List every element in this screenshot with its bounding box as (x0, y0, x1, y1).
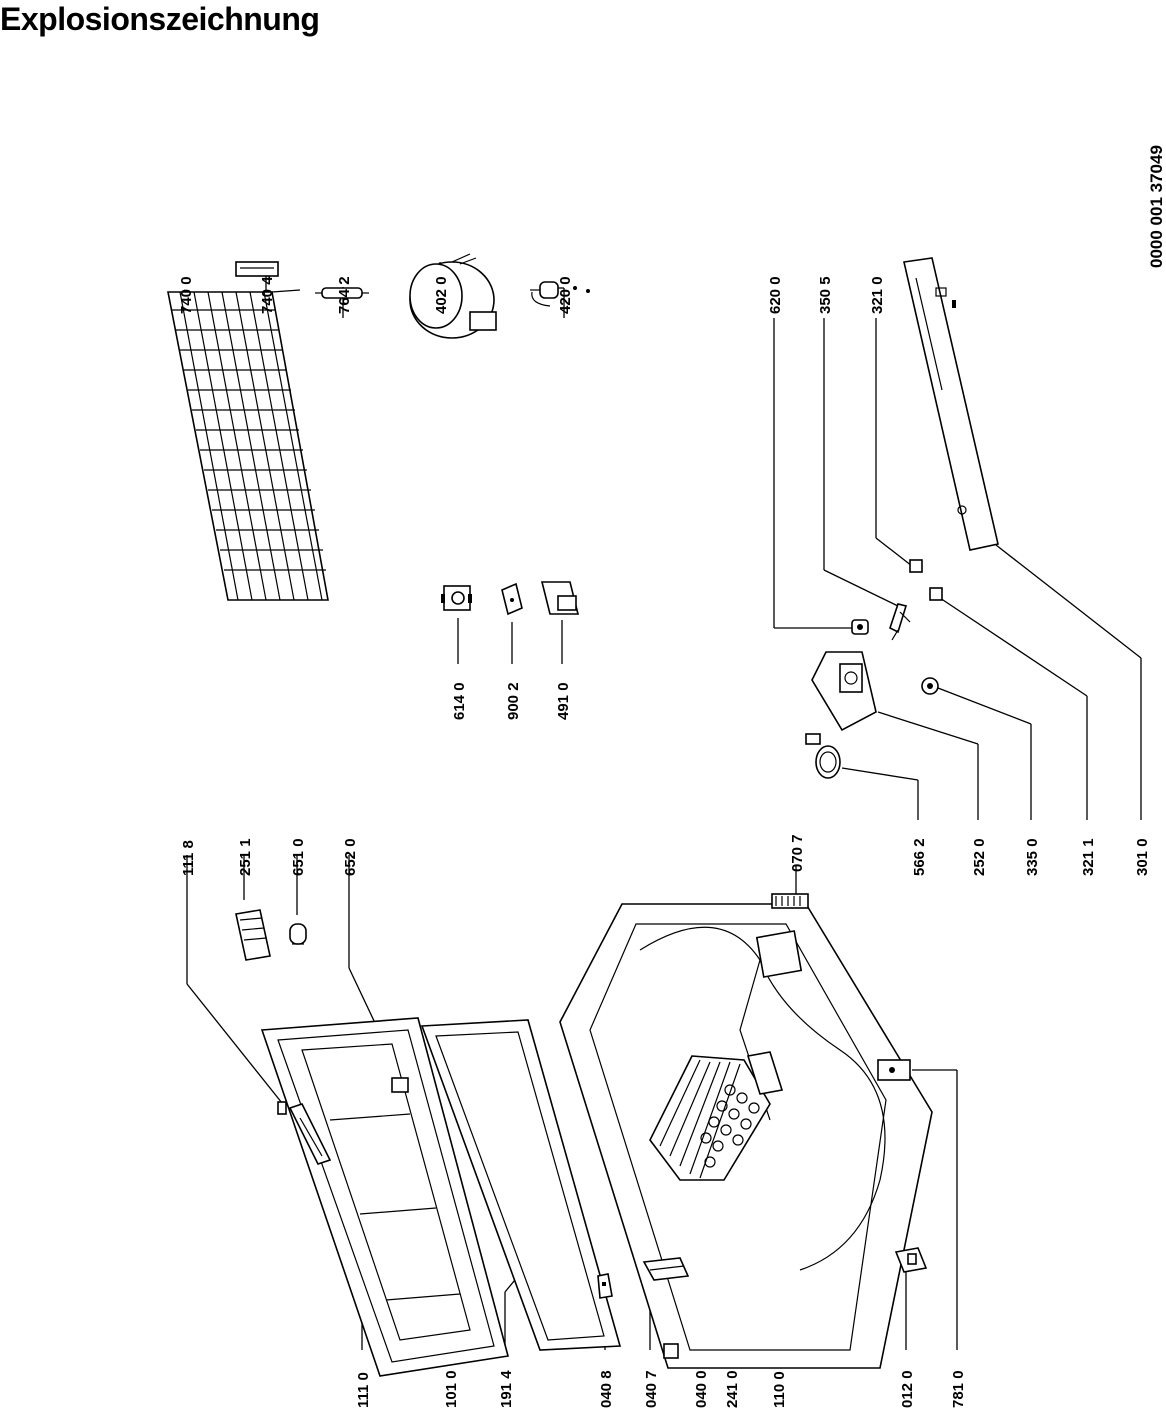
thermostat-housing-part (811, 651, 877, 732)
part-label-191-4: 191 4 (498, 1370, 515, 1408)
part-label-651-0: 651 0 (290, 838, 307, 876)
part-label-491-0: 491 0 (555, 682, 572, 720)
lamp-cover-part (235, 909, 271, 961)
part-label-740-0: 740 0 (178, 276, 195, 314)
part-labels: 740 0 740 4 764 2 402 0 420 0 614 0 900 … (178, 276, 1151, 1408)
part-label-420-0: 420 0 (557, 276, 574, 314)
part-label-252-0: 252 0 (971, 838, 988, 876)
part-label-620-0: 620 0 (767, 276, 784, 314)
thermostat-part (441, 585, 472, 611)
hinge-cover-part (642, 1257, 690, 1281)
bushing-part (921, 677, 939, 695)
knob-part (889, 603, 911, 641)
dryer-filter-part (315, 287, 369, 299)
drain-part (746, 1051, 784, 1095)
lamp-bulb-part (289, 923, 307, 945)
page-title: Explosionszeichnung (0, 1, 320, 37)
part-label-110-0: 110 0 (771, 1371, 788, 1408)
part-label-350-5: 350 5 (817, 276, 834, 314)
part-label-321-1: 321 1 (1080, 838, 1097, 876)
part-label-101-0: 101 0 (443, 1370, 460, 1408)
part-label-900-2: 900 2 (505, 682, 522, 720)
cover-box-part (540, 581, 580, 615)
part-label-012-0: 012 0 (899, 1370, 916, 1408)
indicator-lamp-part (909, 559, 943, 601)
part-label-402-0: 402 0 (433, 276, 450, 314)
basket-part (649, 1055, 771, 1181)
part-label-301-0: 301 0 (1134, 838, 1151, 876)
relay-part (530, 281, 590, 307)
lid-part (260, 1017, 510, 1377)
gasket-part (420, 1019, 622, 1351)
coil-part (805, 733, 841, 779)
part-label-040-8: 040 8 (598, 1370, 615, 1408)
foot-bracket-part (894, 1247, 928, 1273)
part-label-251-1: 251 1 (237, 838, 254, 876)
hinge-pin-part (597, 1273, 613, 1299)
part-label-040-0: 040 0 (693, 1370, 710, 1408)
part-label-335-0: 335 0 (1024, 838, 1041, 876)
part-label-241-0: 241 0 (724, 1370, 741, 1408)
condenser-clip-part (235, 261, 279, 277)
part-label-652-0: 652 0 (342, 838, 359, 876)
part-label-111-0: 111 0 (355, 1372, 372, 1408)
compressor-part (409, 253, 497, 339)
part-label-566-2: 566 2 (911, 838, 928, 876)
part-label-040-7: 040 7 (643, 1370, 660, 1408)
part-label-781-0: 781 0 (950, 1370, 967, 1408)
vent-grille-part (771, 893, 809, 909)
document-number: 0000 001 37049 (1147, 145, 1166, 268)
screw-part (277, 1101, 287, 1115)
condenser-part (167, 289, 329, 601)
small-bracket-part (501, 582, 523, 616)
part-label-764-2: 764 2 (336, 276, 353, 314)
control-panel-part (903, 257, 999, 551)
part-label-321-0: 321 0 (869, 276, 886, 314)
lid-hinge-part (288, 1103, 332, 1165)
part-label-070-7: 070 7 (789, 834, 806, 872)
part-label-614-0: 614 0 (451, 682, 468, 720)
part-label-111-8: 111 8 (180, 840, 197, 876)
lamp-switch-part (851, 619, 869, 635)
part-label-740-4: 740 4 (259, 276, 276, 314)
